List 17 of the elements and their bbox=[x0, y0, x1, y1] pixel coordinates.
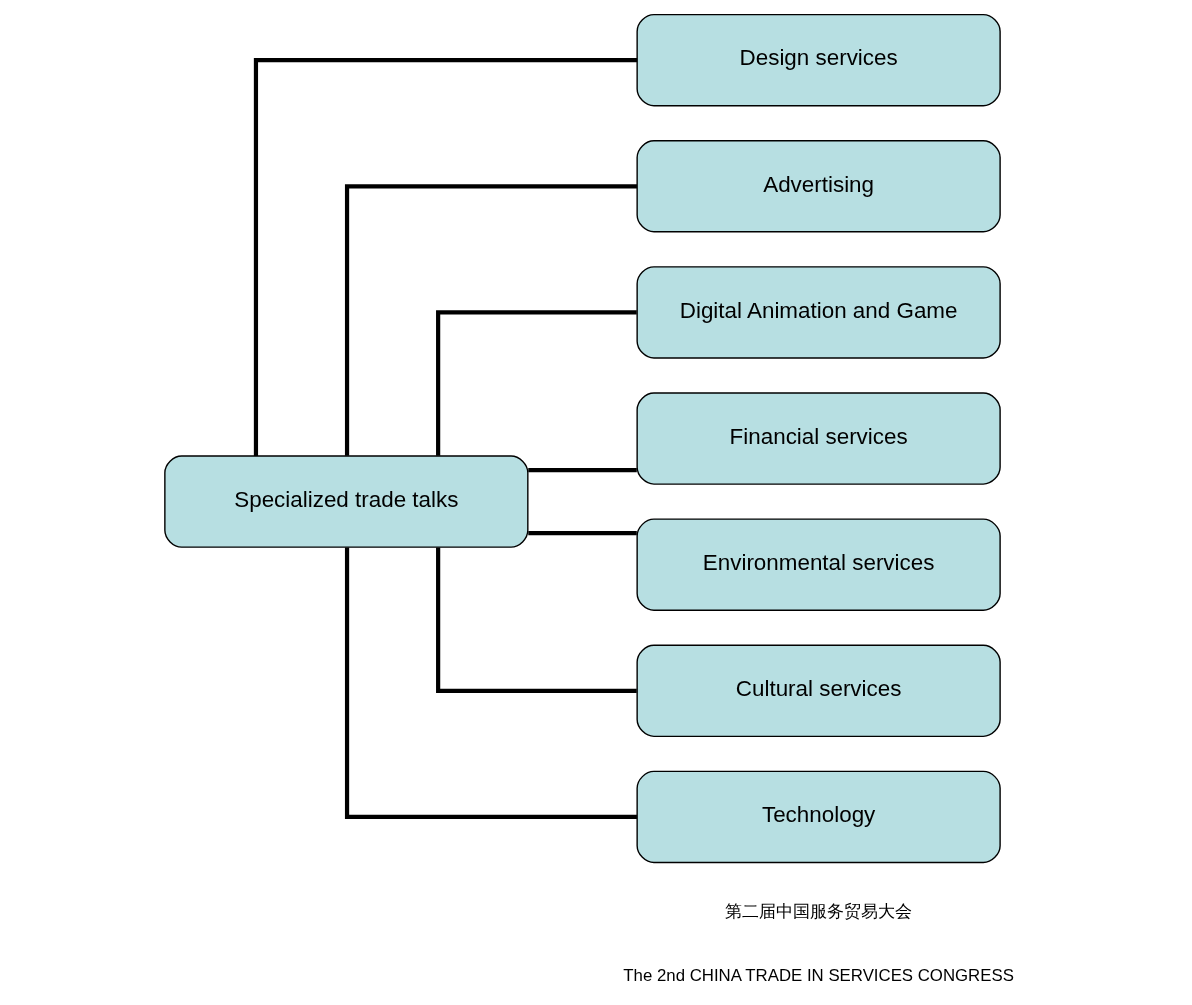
connector bbox=[344, 183, 637, 456]
connector bbox=[527, 530, 637, 535]
node-box: Environmental services bbox=[635, 517, 1001, 611]
node-box: Specialized trade talks bbox=[163, 454, 529, 548]
node-box: Design services bbox=[635, 13, 1001, 106]
node-box: Financial services bbox=[635, 391, 1001, 485]
connector bbox=[253, 57, 637, 456]
connector bbox=[527, 467, 637, 472]
label: 第二届中国服务贸易大会 bbox=[724, 901, 912, 921]
connector bbox=[344, 546, 637, 819]
node-box: Digital Animation and Game bbox=[635, 265, 1001, 359]
node-box: Cultural services bbox=[635, 644, 1001, 737]
label: The 2nd CHINA TRADE IN SERVICES CONGRESS bbox=[622, 965, 1014, 985]
connector bbox=[435, 309, 637, 456]
connector bbox=[435, 546, 637, 693]
node-box: Technology bbox=[635, 770, 1001, 863]
node-box: Advertising bbox=[635, 139, 1001, 233]
